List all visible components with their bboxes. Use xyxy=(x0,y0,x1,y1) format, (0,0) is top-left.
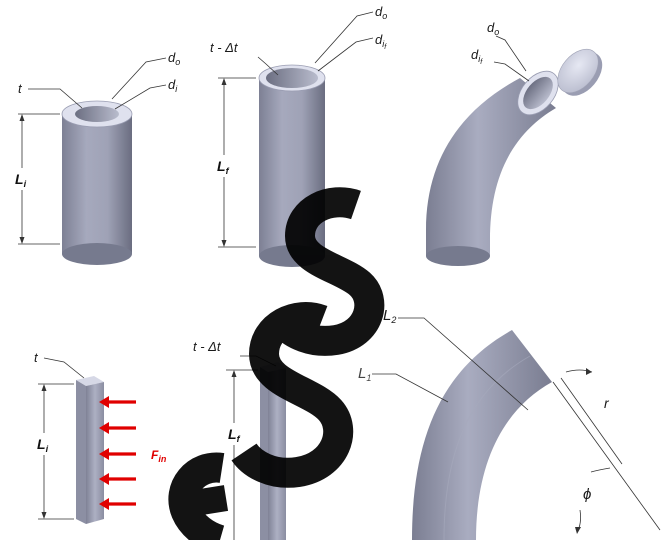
outer-diameter-label: do xyxy=(375,4,387,21)
tube-bent xyxy=(426,48,603,266)
watermark xyxy=(168,187,385,540)
watermark-letter-s-1 xyxy=(272,187,385,356)
tube-bent-bore xyxy=(523,76,553,110)
inner-diameter-label: dif xyxy=(471,47,483,66)
final-length-label: Lf xyxy=(217,158,230,176)
bend-geometry-labels: L2 L1 r ϕ xyxy=(358,307,661,534)
thickness-reduced-label: t - Δt xyxy=(193,339,222,354)
tube-bent-bottom xyxy=(426,246,490,266)
tube-initial xyxy=(61,100,133,265)
strip-initial xyxy=(76,376,104,524)
tube-initial-body xyxy=(62,114,132,254)
force-arrows: Fin xyxy=(99,396,167,510)
outer-diameter-label: do xyxy=(487,20,499,37)
strip-thinned-face xyxy=(268,368,286,540)
strip-initial-face xyxy=(86,382,104,524)
tube-initial-labels: t do di Li xyxy=(14,50,180,245)
outer-length-label: L2 xyxy=(383,307,396,325)
inner-diameter-label: dif xyxy=(375,32,387,51)
tube-bent-body xyxy=(426,78,556,256)
tube-initial-bore xyxy=(75,106,119,122)
initial-length-label: Li xyxy=(37,436,49,454)
thickness-label: t xyxy=(34,350,39,365)
strip-initial-side xyxy=(76,380,86,524)
strip-initial-top xyxy=(76,376,104,386)
tube-initial-bottom xyxy=(62,243,132,265)
final-length-label: Lf xyxy=(228,426,241,444)
outer-diameter-label: do xyxy=(168,50,180,67)
radius-label: r xyxy=(604,395,610,411)
tube-thinned-bore xyxy=(266,68,318,88)
radius-line xyxy=(552,381,661,531)
bend-geometry xyxy=(412,330,552,540)
tube-bent-labels: do dif xyxy=(471,20,530,82)
angle-label: ϕ xyxy=(583,486,591,503)
thickness-label: t xyxy=(18,81,23,96)
inner-diameter-label: di xyxy=(168,77,178,94)
inner-length-label: L1 xyxy=(358,365,371,383)
tube-thinned-labels: t - Δt do dif Lf xyxy=(210,4,387,248)
force-label: Fin xyxy=(151,448,167,464)
initial-length-label: Li xyxy=(15,171,27,189)
bend-section xyxy=(412,330,552,540)
thickness-reduced-label: t - Δt xyxy=(210,40,239,55)
cut-disk xyxy=(557,48,599,94)
watermark-letter-s-2 xyxy=(231,302,354,488)
strip-initial-labels: t Li xyxy=(34,350,85,520)
